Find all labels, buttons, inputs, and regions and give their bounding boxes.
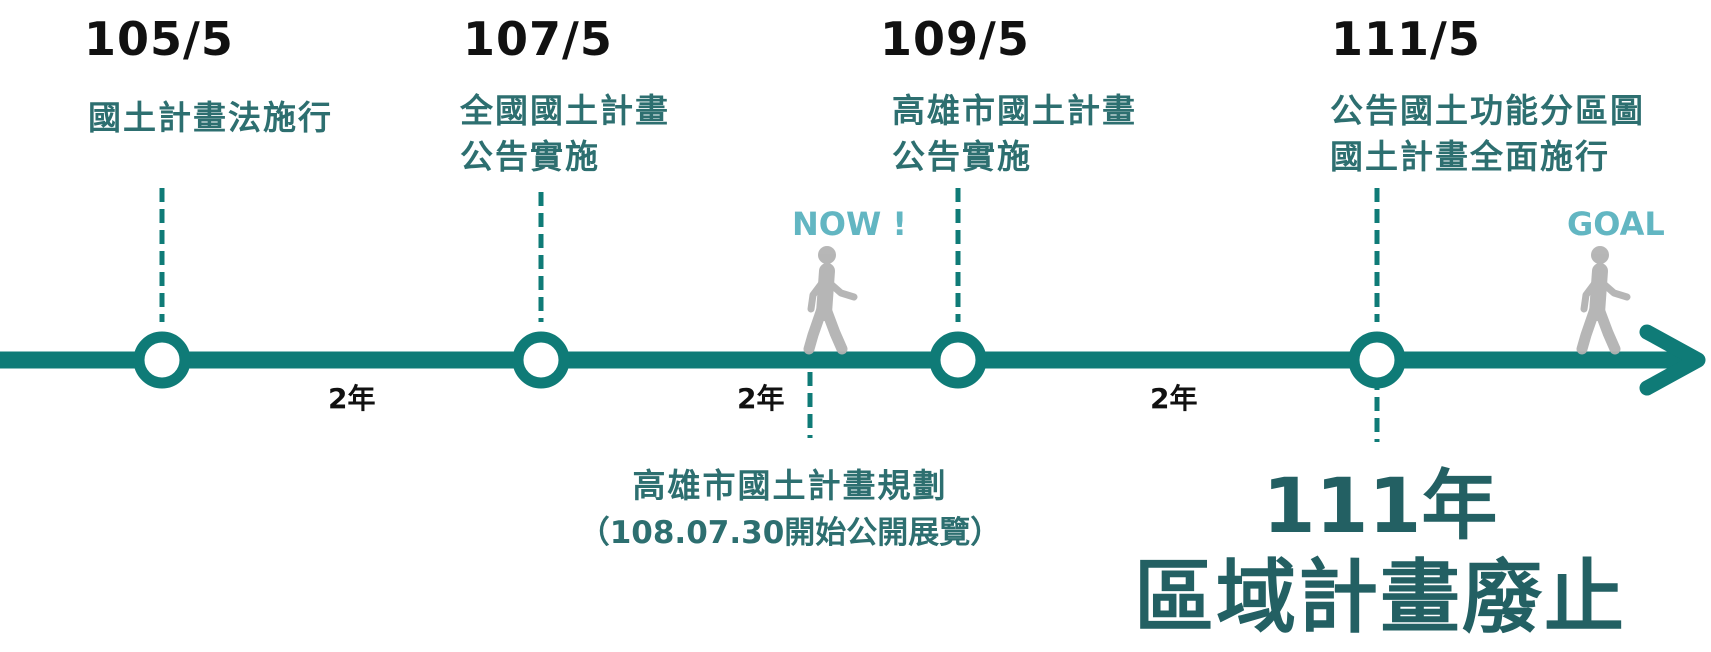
milestone-4-line-1: 公告國土功能分區圖 [1330, 91, 1645, 130]
milestone-2-line-2: 公告實施 [460, 137, 600, 176]
final-year: 111年 [1262, 461, 1498, 550]
milestone-1-description: 國土計畫法施行 [88, 95, 333, 141]
milestone-4-node [1348, 331, 1406, 389]
interval-3-label: 2年 [1150, 382, 1198, 415]
final-milestone: 111年 區域計畫廢止 [1100, 462, 1660, 646]
current-status-note: （108.07.30開始公開展覽） [578, 515, 1002, 551]
walking-person-icon [1576, 246, 1631, 355]
milestone-2-node [512, 331, 570, 389]
milestone-4-description: 公告國土功能分區圖 國土計畫全面施行 [1330, 88, 1645, 180]
interval-2-label: 2年 [737, 382, 785, 415]
milestone-3-date: 109/5 [880, 12, 1030, 66]
walking-person-icon [803, 246, 858, 355]
current-status-title: 高雄市國土計畫規劃 [632, 466, 948, 505]
milestone-4-line-2: 國土計畫全面施行 [1330, 137, 1610, 176]
milestone-1-node [133, 331, 191, 389]
now-label: NOW ! [792, 205, 908, 243]
final-text: 區域計畫廢止 [1134, 551, 1626, 644]
milestone-4-date: 111/5 [1331, 12, 1481, 66]
milestone-2-date: 107/5 [463, 12, 613, 66]
goal-label: GOAL [1567, 205, 1665, 243]
current-status: 高雄市國土計畫規劃 （108.07.30開始公開展覽） [520, 462, 1060, 556]
milestone-1-line-1: 國土計畫法施行 [88, 98, 333, 137]
milestone-1-date: 105/5 [84, 12, 234, 66]
milestone-3-line-1: 高雄市國土計畫 [892, 91, 1137, 130]
milestone-3-line-2: 公告實施 [892, 137, 1032, 176]
arrowhead-icon [1639, 324, 1706, 396]
milestone-3-description: 高雄市國土計畫 公告實施 [892, 88, 1137, 180]
milestone-2-line-1: 全國國土計畫 [460, 91, 670, 130]
milestone-2-description: 全國國土計畫 公告實施 [460, 88, 670, 180]
milestone-3-node [929, 331, 987, 389]
interval-1-label: 2年 [328, 382, 376, 415]
